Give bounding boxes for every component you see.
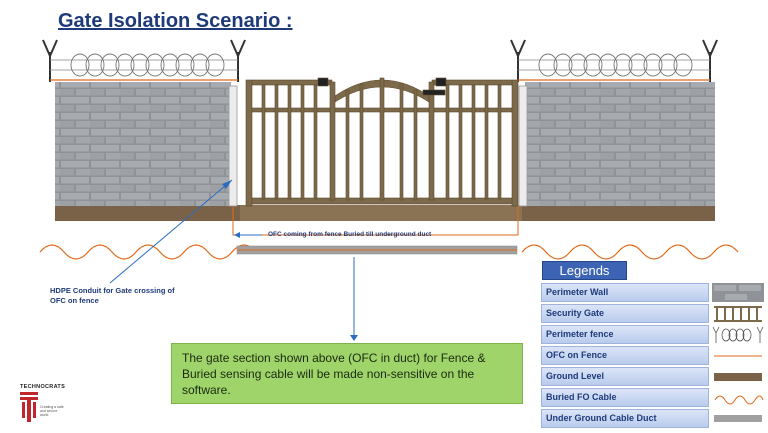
wall-swatch-icon	[712, 283, 764, 302]
legend-row: Ground Level	[541, 367, 764, 386]
page-title: Gate Isolation Scenario :	[58, 10, 293, 32]
technocrats-logo: TECHNOCRATS Creating a safe and secure w…	[18, 384, 88, 428]
legend-row: Buried FO Cable	[541, 388, 764, 407]
pointer-arrow-icon	[222, 180, 232, 189]
legend-row: Under Ground Cable Duct	[541, 409, 764, 428]
legend-title: Legends	[542, 261, 627, 280]
legend-label: Perimeter Wall	[541, 283, 709, 302]
legend-label: Under Ground Cable Duct	[541, 409, 709, 428]
legend-row: OFC on Fence	[541, 346, 764, 365]
arrow-down-icon	[350, 335, 358, 341]
wave-swatch-icon	[712, 388, 764, 407]
legend-panel: Perimeter Wall Security Gate Perimeter f…	[541, 283, 764, 430]
legend-row: Perimeter Wall	[541, 283, 764, 302]
ground-left	[55, 205, 240, 221]
perimeter-wall-right	[525, 82, 715, 206]
gate-swatch-icon	[712, 304, 764, 323]
perimeter-wall-left	[55, 82, 231, 206]
legend-label: Ground Level	[541, 367, 709, 386]
conduit-label: HDPE Conduit for Gate crossing of OFC on…	[50, 286, 175, 305]
ofc-route-label: OFC coming from fence Buried till underg…	[268, 231, 432, 238]
ofc-line-swatch-icon	[712, 346, 764, 365]
legend-row: Security Gate	[541, 304, 764, 323]
ground-right	[522, 205, 715, 221]
fence-left	[42, 39, 246, 82]
duct-swatch-icon	[712, 409, 764, 428]
logo-tagline: Creating a safe and secure world	[40, 405, 64, 417]
buried-cable-left	[39, 244, 257, 260]
arrow-left-icon	[234, 232, 240, 238]
legend-label: Security Gate	[541, 304, 709, 323]
hdpe-conduit-left	[228, 85, 238, 207]
legend-label: Perimeter fence	[541, 325, 709, 344]
ground-swatch-icon	[712, 367, 764, 386]
logo-name: TECHNOCRATS	[20, 384, 66, 390]
legend-row: Perimeter fence	[541, 325, 764, 344]
hdpe-conduit-right	[518, 85, 528, 207]
security-gate	[245, 77, 519, 207]
ground-gate	[240, 205, 522, 221]
logo-mark-icon	[20, 392, 38, 422]
fence-right	[510, 39, 718, 82]
note-box: The gate section shown above (OFC in duc…	[171, 343, 523, 404]
legend-label: Buried FO Cable	[541, 388, 709, 407]
conduit-pointer	[109, 179, 233, 284]
legend-label: OFC on Fence	[541, 346, 709, 365]
fence-swatch-icon	[712, 325, 764, 344]
ofc-route	[232, 206, 519, 236]
buried-cable-right	[521, 244, 739, 260]
